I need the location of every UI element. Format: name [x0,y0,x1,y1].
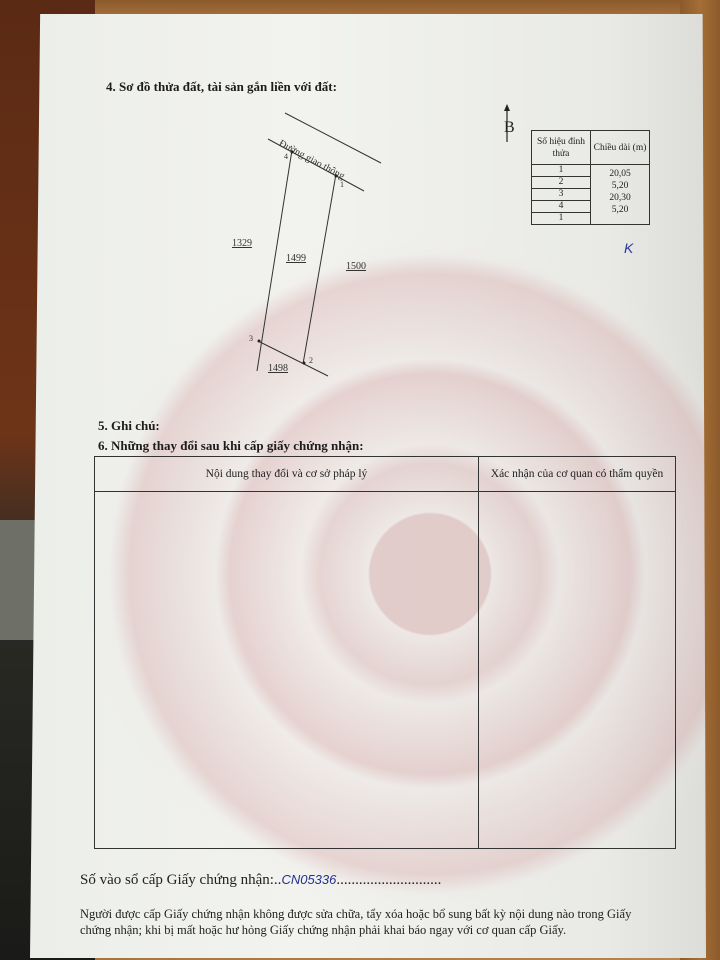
registration-dots: ............................ [336,872,442,888]
lengths-cell: 20,05 5,20 20,30 5,20 [590,164,650,225]
vertex-cell: 1 [531,212,591,225]
changes-table: Nội dung thay đổi và cơ sở pháp lý Xác n… [94,456,676,849]
section-4-title: 4. Sơ đồ thửa đất, tài sản gắn liền với … [106,79,337,94]
registration-line: Số vào sổ cấp Giấy chứng nhận:..CN05336.… [80,872,441,889]
parcel-1499: 1499 [286,253,306,264]
col-change-content: Nội dung thay đổi và cơ sở pháp lý [94,456,479,492]
col-length-header: Chiều dài (m) [590,130,650,165]
parcel-sketch [256,112,382,377]
vertex-cell: 1 [531,164,591,177]
point-label-3: 3 [249,334,253,343]
length-value: 5,20 [611,181,629,191]
north-arrow-icon: B [500,104,520,144]
section-6-title: 6. Những thay đổi sau khi cấp giấy chứng… [98,438,364,453]
change-content-cell [94,491,479,849]
length-value: 20,05 [609,169,631,179]
section-5-title: 5. Ghi chú: [98,418,160,433]
point-label-4: 4 [284,152,288,161]
registration-number: CN05336 [281,872,337,887]
vertex-cell: 4 [531,200,591,213]
legal-notice: Người được cấp Giấy chứng nhận không đượ… [80,907,632,937]
parcel-1500: 1500 [346,261,366,272]
length-value: 20,30 [609,193,631,203]
vertex-cell: 2 [531,176,591,189]
parcel-1498: 1498 [268,363,288,374]
col-point-header: Số hiệu đỉnh thửa [531,130,591,165]
point-label-1: 1 [340,180,344,189]
signature-mark: K [624,240,634,256]
authority-confirmation-cell [478,491,676,849]
col-authority-confirmation: Xác nhận của cơ quan có thẩm quyền [478,456,676,492]
length-value: 5,20 [611,205,629,215]
vertex-length-table: Số hiệu đỉnh thửa Chiều dài (m) 1 20,05 … [531,130,650,225]
north-letter: B [504,119,515,136]
point-label-2: 2 [309,356,313,365]
parcel-1329: 1329 [232,238,252,249]
vertex-cell: 3 [531,188,591,201]
registration-label: Số vào sổ cấp Giấy chứng nhận:.. [80,872,282,888]
